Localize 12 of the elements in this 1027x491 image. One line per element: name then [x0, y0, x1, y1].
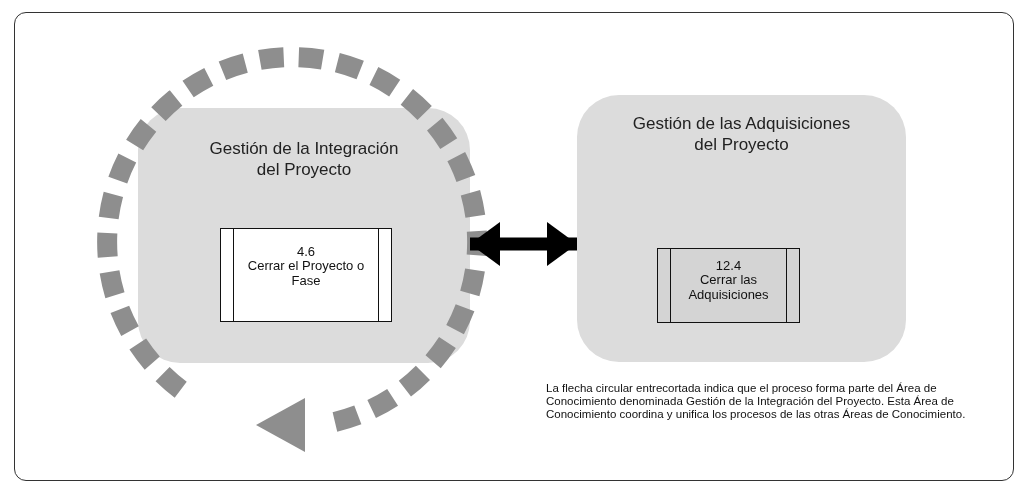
process-box — [657, 248, 800, 323]
process-name: Cerrar las Adquisiciones — [687, 273, 770, 302]
process-number: 12.4 — [715, 259, 742, 274]
knowledge-area-panel — [138, 108, 470, 363]
area-heading: Gestión de la Integración del Proyecto — [208, 138, 400, 181]
process-box — [220, 228, 392, 322]
process-name: Cerrar el Proyecto o Fase — [246, 259, 366, 288]
knowledge-area-panel — [577, 95, 906, 362]
double-headed-arrow — [470, 222, 577, 266]
area-heading: Gestión de las Adquisiciones del Proyecto — [631, 113, 852, 156]
process-number: 4.6 — [296, 245, 316, 260]
explanatory-note: La flecha circular entrecortada indica que el proceso forma parte del Área de Conocimiento denominada Gestión de la Integración del Proyecto. Esta Área de Conocimiento coordina y unifica los procesos de las otras Áreas de Conocimiento. — [546, 382, 967, 422]
